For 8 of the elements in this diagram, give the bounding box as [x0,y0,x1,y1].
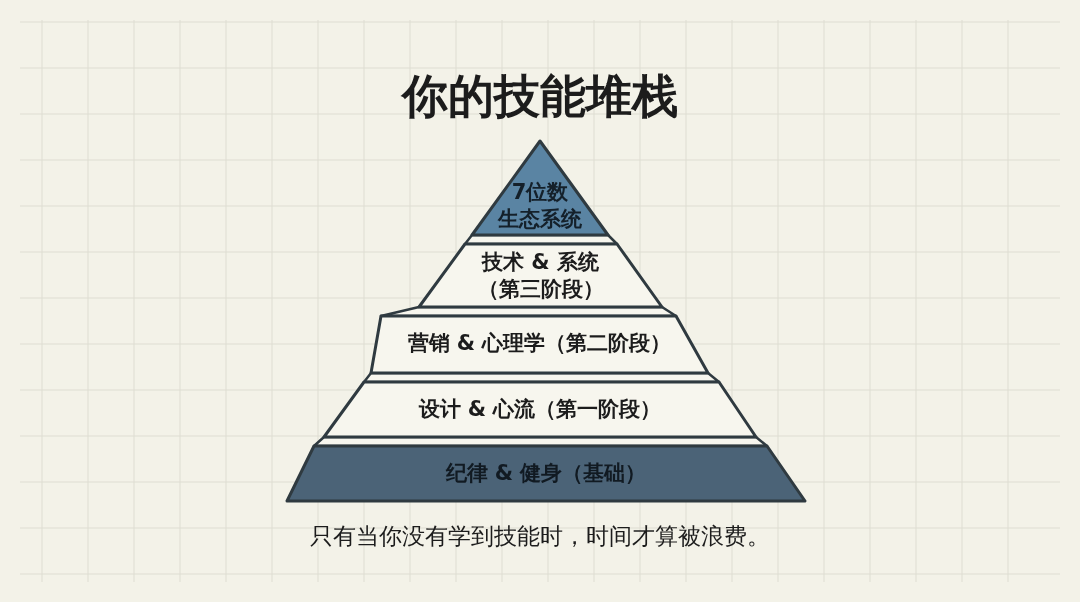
title: 你的技能堆栈 [400,68,679,125]
tier-label: 生态系统 [496,206,583,233]
tier-label: 技术 & 系统（第三阶段） [476,249,605,303]
tier-label: 设计 & 心流（第一阶段） [417,396,663,423]
caption: 只有当你没有学到技能时，时间才算被浪费。 [309,522,771,551]
tier-label: 营销 & 心理学（第二阶段） [406,330,673,357]
tier-label: 7位数 [510,179,570,206]
tier-label: 纪律 & 健身（基础） [444,460,648,487]
